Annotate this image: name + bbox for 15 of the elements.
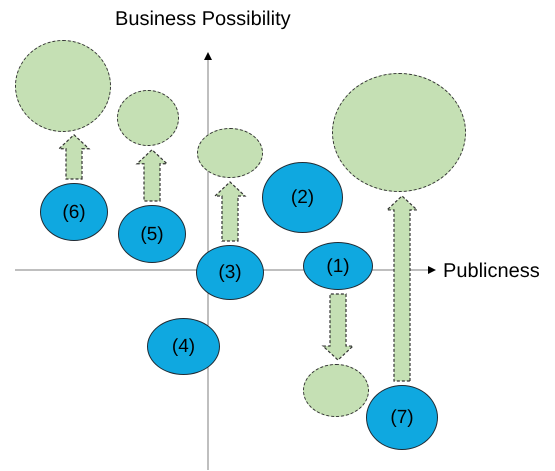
item-ellipse: (2) bbox=[262, 162, 343, 233]
block-arrow bbox=[213, 181, 247, 242]
axis-label: Business Possibility bbox=[115, 9, 291, 29]
item-ellipse: (1) bbox=[303, 242, 373, 290]
item-ellipse: (6) bbox=[40, 183, 108, 241]
axis-label: Publicness bbox=[443, 261, 540, 281]
block-arrow bbox=[135, 148, 169, 202]
block-arrow bbox=[385, 195, 419, 382]
item-ellipse: (7) bbox=[366, 385, 438, 450]
dashed-ellipse bbox=[303, 364, 369, 417]
item-ellipse: (4) bbox=[147, 318, 220, 375]
item-ellipse: (3) bbox=[196, 245, 264, 300]
item-ellipse: (5) bbox=[118, 205, 186, 263]
block-arrow bbox=[57, 134, 91, 180]
block-arrow bbox=[321, 293, 355, 361]
